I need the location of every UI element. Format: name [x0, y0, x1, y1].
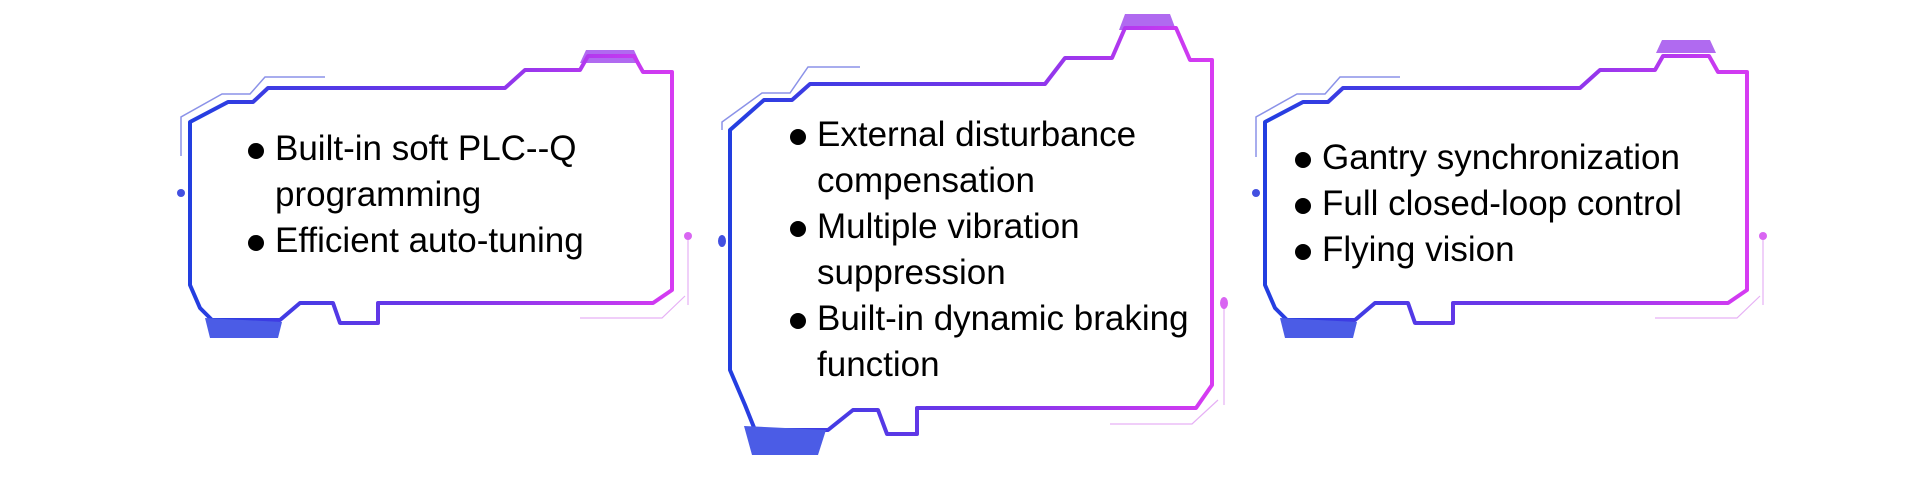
card-1-deco-dot-right	[684, 232, 692, 240]
card-2-feature-list: External disturbance compensation Multip…	[787, 112, 1217, 388]
card-2-feature-item: Multiple vibration suppression	[787, 204, 1217, 296]
card-3-frame	[1252, 40, 1767, 338]
card-3-tab-bottom	[1280, 318, 1357, 338]
card-2-deco-dot-left	[718, 235, 726, 247]
card-3-deco-dot-right	[1759, 232, 1767, 240]
card-2-feature-item: Built-in dynamic braking function	[787, 296, 1217, 388]
card-3-feature-item: Full closed-loop control	[1292, 181, 1722, 227]
card-1-border	[188, 54, 674, 325]
card-2-feature-item: External disturbance compensation	[787, 112, 1217, 204]
card-1-frame	[177, 50, 692, 338]
card-1-content: Built-in soft PLC--Q programming Efficie…	[245, 126, 675, 264]
card-1-deco-line-bottom	[580, 295, 686, 319]
card-1-feature-item: Efficient auto-tuning	[245, 218, 675, 264]
card-3-feature-item: Flying vision	[1292, 227, 1722, 273]
card-1-feature-item: Built-in soft PLC--Q programming	[245, 126, 675, 218]
card-3-deco-line-bottom	[1655, 295, 1761, 319]
card-2-deco-line-top	[721, 66, 860, 130]
card-3-border	[1263, 54, 1749, 325]
card-2-deco-line-bottom	[1110, 399, 1219, 425]
card-2-tab-bottom	[744, 426, 826, 455]
card-1-feature-list: Built-in soft PLC--Q programming Efficie…	[245, 126, 675, 264]
card-3-feature-list: Gantry synchronization Full closed-loop …	[1292, 135, 1722, 273]
card-3-tab-top	[1656, 40, 1716, 53]
card-2-content: External disturbance compensation Multip…	[787, 112, 1217, 388]
card-3-deco-line-top	[1255, 76, 1400, 157]
card-3-content: Gantry synchronization Full closed-loop …	[1292, 135, 1722, 273]
card-2-deco-dot-right	[1220, 297, 1228, 309]
card-1-deco-line-top	[180, 76, 325, 156]
card-2-frame	[718, 14, 1228, 455]
card-3-deco-dot-left	[1252, 189, 1260, 197]
card-3-feature-item: Gantry synchronization	[1292, 135, 1722, 181]
card-1-deco-dot-left	[177, 189, 185, 197]
card-1-tab-bottom	[205, 318, 282, 338]
